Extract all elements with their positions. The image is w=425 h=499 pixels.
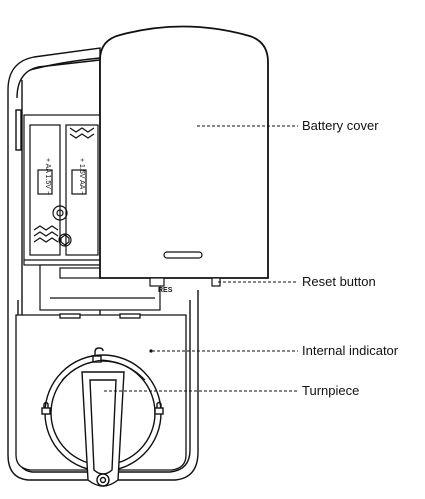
- internal-indicator-dot: [149, 349, 153, 353]
- battery-mark-left: + AA 1.5V −: [44, 158, 51, 195]
- reset-button: [149, 277, 221, 287]
- internal-indicator-label: Internal indicator: [302, 343, 399, 358]
- turnpiece-label: Turnpiece: [302, 383, 360, 398]
- battery-mark-right: + 1.5V AA −: [78, 158, 85, 195]
- turnpiece: [41, 347, 164, 487]
- lock-right-icon: [154, 401, 164, 415]
- battery-cover: [99, 25, 269, 279]
- battery-compartment: [23, 114, 105, 266]
- callout-lines: [104, 125, 298, 392]
- reset-button-label: Reset button: [302, 274, 376, 289]
- battery-cover-label: Battery cover: [302, 118, 379, 133]
- lock-open-icon: [92, 347, 104, 363]
- lock-left-icon: [41, 401, 51, 415]
- res-mark: RES: [158, 287, 173, 294]
